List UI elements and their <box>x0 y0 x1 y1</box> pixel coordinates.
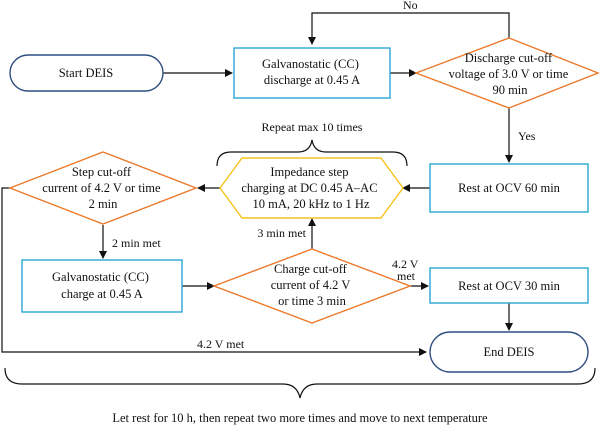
cc-discharge-label: Galvanostatic (CC) discharge at 0.45 A <box>262 57 362 87</box>
edge-label-yes: Yes <box>518 129 536 143</box>
arrow-no-loop <box>308 12 510 45</box>
impedance-step-hexagon <box>219 157 404 219</box>
cc-discharge-box <box>233 47 391 99</box>
edge-label-3min-met: 3 min met <box>257 226 306 240</box>
impedance-step-label: Impedance step charging at DC 0.45 A–AC … <box>241 165 380 211</box>
rest-30-label: Rest at OCV 30 min <box>458 279 561 293</box>
rest-60-box <box>429 163 589 213</box>
charge-cutoff-decision <box>212 248 412 324</box>
repeat-label: Repeat max 10 times <box>262 120 363 134</box>
edge-label-42v-met-right: 4.2 V met <box>392 257 421 283</box>
rest-30-box <box>429 267 589 304</box>
discharge-cutoff-label: Discharge cut-off voltage of 3.0 V or ti… <box>449 51 572 97</box>
rest-60-label: Rest at OCV 60 min <box>458 181 561 195</box>
end-terminal <box>429 331 589 373</box>
arrow-left-to-end <box>1 187 427 356</box>
edge-label-2min-met: 2 min met <box>112 236 161 250</box>
edge-label-no: No <box>403 0 418 12</box>
cc-charge-box <box>21 259 183 313</box>
start-label: Start DEIS <box>59 66 114 80</box>
cc-charge-label: Galvanostatic (CC) charge at 0.45 A <box>52 270 152 301</box>
end-label: End DEIS <box>483 345 534 359</box>
discharge-cutoff-decision <box>414 37 600 109</box>
start-terminal <box>9 54 164 92</box>
bottom-brace <box>4 367 596 399</box>
repeat-brace <box>216 139 408 167</box>
footer-note: Let rest for 10 h, then repeat two more … <box>112 411 488 425</box>
charge-cutoff-label: Charge cut-off current of 4.2 V or time … <box>271 262 354 308</box>
edge-label-42v-met-left: 4.2 V met <box>197 337 245 351</box>
step-cutoff-label: Step cut-off current of 4.2 V or time 2 … <box>42 165 163 211</box>
connectors <box>1 12 513 356</box>
step-cutoff-decision <box>8 151 198 225</box>
